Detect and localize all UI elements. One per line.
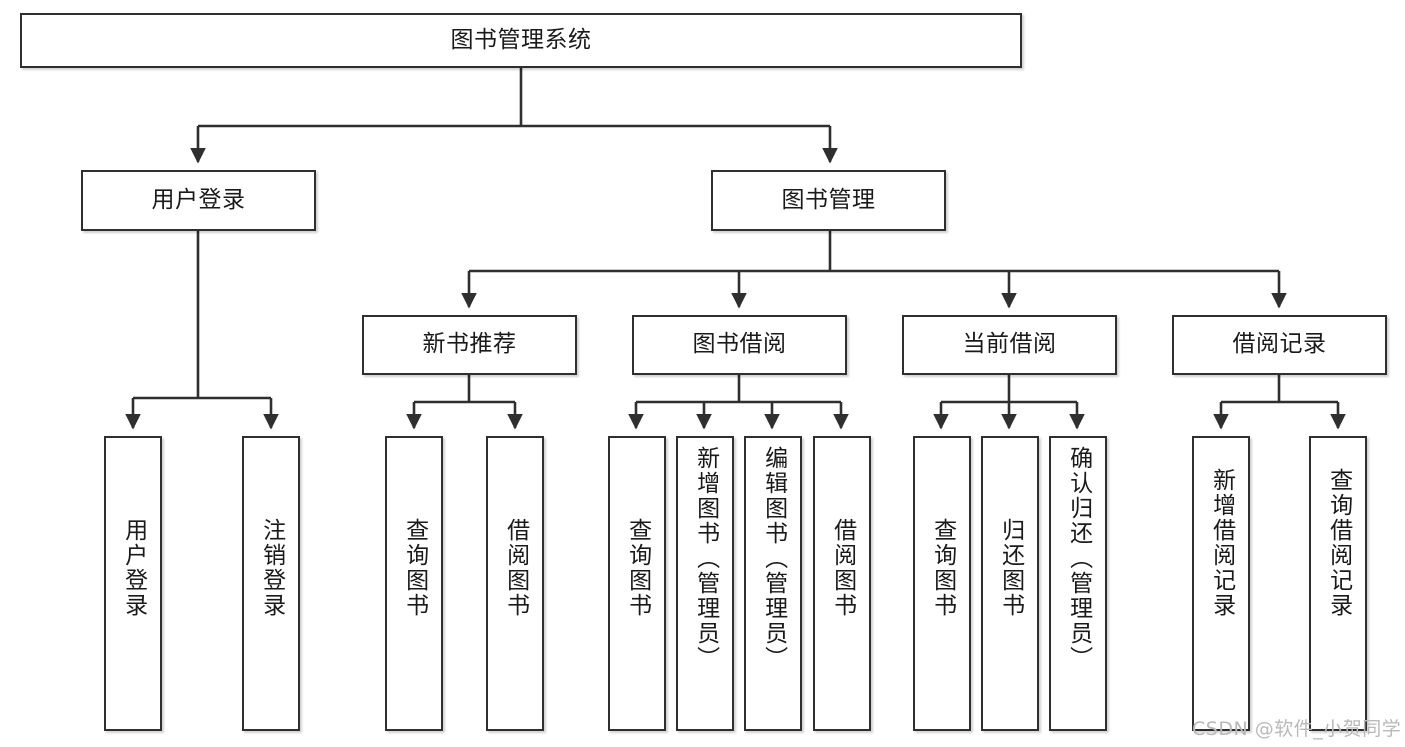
watermark-csdn: CSDN @软件_小贺同学	[1192, 718, 1402, 740]
node-label: 新增图书（管理员）	[692, 446, 719, 671]
node-label: 用户登录	[151, 186, 246, 213]
node-label: 新书推荐	[422, 331, 517, 358]
node-label: 新增借阅记录	[1208, 468, 1235, 618]
leaf-add-borrow-record[interactable]: 新增借阅记录	[1192, 436, 1250, 731]
node-label: 查询图书	[624, 518, 651, 618]
leaf-query-book-borrow[interactable]: 查询图书	[608, 436, 666, 731]
leaf-borrow-book[interactable]: 借阅图书	[813, 436, 871, 731]
node-root-book-management-system[interactable]: 图书管理系统	[20, 13, 1022, 68]
node-label: 用户登录	[120, 518, 147, 618]
leaf-return-book[interactable]: 归还图书	[981, 436, 1039, 731]
node-label: 图书管理	[781, 186, 876, 213]
node-label: 当前借阅	[962, 331, 1057, 358]
leaf-borrow-book-recommend[interactable]: 借阅图书	[486, 436, 544, 731]
leaf-query-book-current[interactable]: 查询图书	[913, 436, 971, 731]
node-label: 编辑图书（管理员）	[760, 446, 787, 671]
node-new-book-recommend[interactable]: 新书推荐	[362, 315, 577, 375]
node-user-login[interactable]: 用户登录	[81, 170, 316, 231]
node-current-borrow[interactable]: 当前借阅	[902, 315, 1117, 375]
leaf-user-login[interactable]: 用户登录	[104, 436, 162, 731]
node-label: 查询图书	[929, 518, 956, 618]
node-label: 查询图书	[401, 518, 428, 618]
node-label: 借阅记录	[1232, 331, 1327, 358]
node-label: 注销登录	[258, 518, 285, 618]
node-book-management[interactable]: 图书管理	[711, 170, 946, 231]
node-label: 归还图书	[997, 518, 1024, 618]
leaf-edit-book-admin[interactable]: 编辑图书（管理员）	[744, 436, 802, 731]
leaf-query-book-recommend[interactable]: 查询图书	[385, 436, 443, 731]
node-label: 查询借阅记录	[1325, 468, 1352, 618]
node-book-borrow[interactable]: 图书借阅	[632, 315, 847, 375]
leaf-add-book-admin[interactable]: 新增图书（管理员）	[676, 436, 734, 731]
node-label: 图书借阅	[692, 331, 787, 358]
node-borrow-record[interactable]: 借阅记录	[1172, 315, 1387, 375]
node-label: 确认归还（管理员）	[1065, 446, 1092, 671]
node-label: 借阅图书	[829, 518, 856, 618]
node-label: 借阅图书	[502, 518, 529, 618]
leaf-confirm-return-admin[interactable]: 确认归还（管理员）	[1049, 436, 1107, 731]
node-label: 图书管理系统	[450, 26, 592, 53]
leaf-query-borrow-record[interactable]: 查询借阅记录	[1309, 436, 1367, 731]
leaf-logout-login[interactable]: 注销登录	[242, 436, 300, 731]
